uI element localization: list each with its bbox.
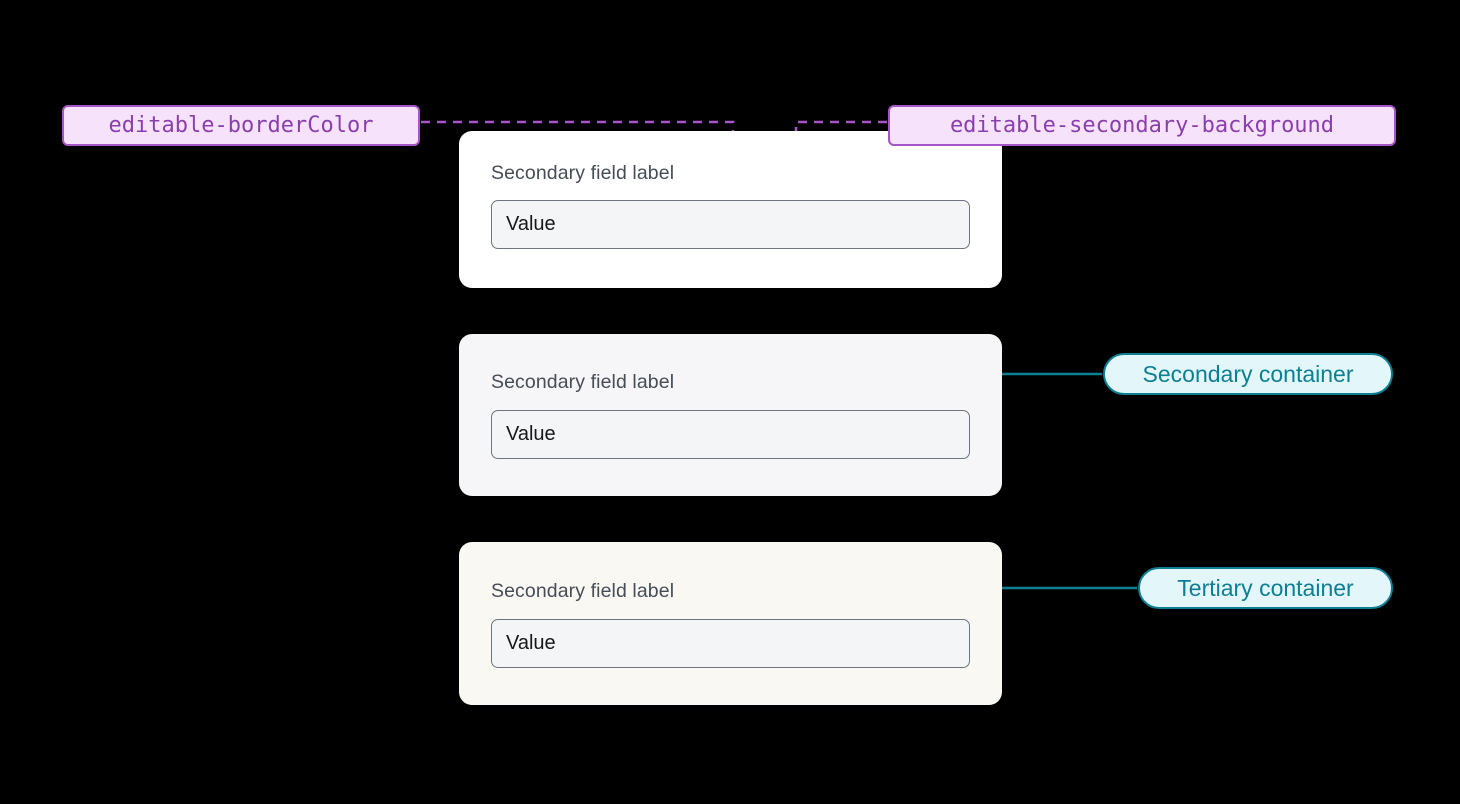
value-input-tertiary[interactable]: Value [491, 619, 970, 668]
callout-tertiary-container: Tertiary container [1138, 567, 1393, 609]
callout-secondary-container: Secondary container [1103, 353, 1393, 395]
primary-container-card: Secondary field label Value [459, 131, 1002, 288]
secondary-container-card: Secondary field label Value [459, 334, 1002, 496]
value-input-primary[interactable]: Value [491, 200, 970, 249]
field-label-tertiary: Secondary field label [491, 580, 675, 602]
tertiary-container-card: Secondary field label Value [459, 542, 1002, 705]
token-chip-editable-secondary-background: editable-secondary-background [888, 105, 1396, 146]
field-label-primary: Secondary field label [491, 162, 675, 184]
value-input-secondary[interactable]: Value [491, 410, 970, 459]
field-label-secondary: Secondary field label [491, 371, 675, 393]
token-chip-editable-border-color: editable-borderColor [62, 105, 420, 146]
